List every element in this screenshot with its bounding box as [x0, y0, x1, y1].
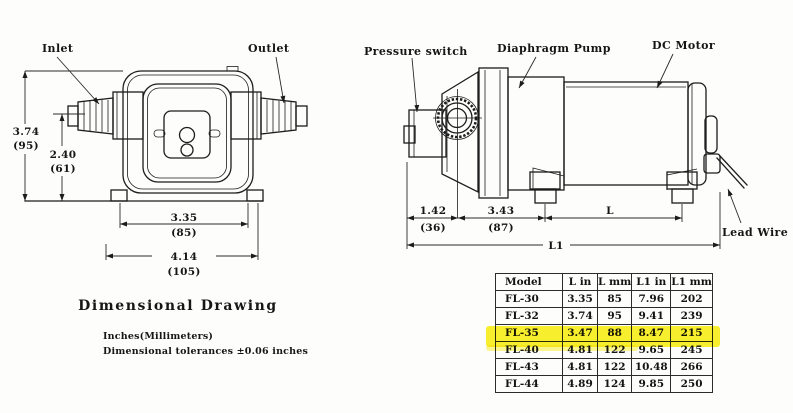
- dim-port-height-mm: (61): [50, 163, 76, 175]
- mounting-feet-front: [110, 189, 264, 202]
- tolerance-note: Dimensional tolerances ±0.06 inches: [103, 346, 308, 357]
- dim-switch-in: 1.42: [420, 205, 447, 217]
- l1-mm-cell: 202: [670, 290, 713, 308]
- dim-switch-mm: (36): [420, 222, 446, 234]
- dc-motor-body: [563, 81, 721, 186]
- lead-wires: [716, 155, 748, 189]
- dim-feet-span-mm: (85): [171, 227, 197, 239]
- dim-head-in: 3.43: [488, 205, 515, 217]
- table-header-row: Model L in L mm L1 in L1 mm: [495, 273, 713, 291]
- l-in-cell: 3.74: [562, 307, 598, 325]
- l1-in-cell: 9.41: [631, 307, 672, 325]
- drawing-title: Dimensional Drawing: [78, 298, 278, 314]
- captions: Dimensional Drawing Inches(Millimeters) …: [78, 298, 308, 357]
- front-view-dimensions: 3.74 (95) 2.40 (61) 3.35 (85): [13, 70, 259, 278]
- l-in-cell: 3.35: [562, 290, 598, 308]
- l-mm-cell: 122: [596, 358, 633, 376]
- dim-l1: L1: [548, 240, 563, 252]
- dim-overall-width-in: 4.14: [171, 251, 198, 263]
- l1-mm-cell: 239: [670, 307, 713, 325]
- side-view: Pressure switch Diaphragm Pump DC Motor …: [364, 39, 788, 252]
- table-row: FL-30 3.35 85 7.96 202: [495, 290, 713, 308]
- highlight-marker: [486, 326, 720, 347]
- l1-in-cell: 10.48: [631, 358, 672, 376]
- column-header-l1-mm: L1 mm: [670, 273, 713, 291]
- dc-motor-label: DC Motor: [652, 39, 715, 52]
- mounting-feet-side: [529, 167, 698, 204]
- dim-head-mm: (87): [488, 222, 514, 234]
- side-view-dimensions: 1.42 (36) 3.43 (87) L L1: [406, 162, 721, 252]
- inlet-label: Inlet: [42, 42, 74, 55]
- dim-l: L: [606, 205, 614, 217]
- outlet-label: Outlet: [248, 42, 290, 55]
- column-header-l-in: L in: [562, 273, 598, 291]
- model-cell: FL-43: [495, 358, 563, 376]
- l-mm-cell: 124: [596, 375, 633, 393]
- l1-mm-cell: 266: [670, 358, 713, 376]
- l1-mm-cell: 250: [670, 375, 713, 393]
- column-header-l1-in: L1 in: [631, 273, 672, 291]
- inlet-port: [67, 91, 144, 140]
- inlet-port-circle: [433, 89, 482, 218]
- table-row: FL-43 4.81 122 10.48 266: [495, 358, 713, 376]
- highlight-marker-tail: [486, 345, 638, 351]
- l-in-cell: 4.89: [562, 375, 598, 393]
- l1-in-cell: 9.85: [631, 375, 672, 393]
- table-row: FL-32 3.74 95 9.41 239: [495, 307, 713, 325]
- dim-overall-height-mm: (95): [13, 140, 39, 152]
- l-mm-cell: 85: [596, 290, 633, 308]
- table-row: FL-44 4.89 124 9.85 250: [495, 375, 713, 393]
- outlet-port: [230, 91, 308, 140]
- diaphragm-pump-label: Diaphragm Pump: [497, 42, 611, 55]
- l-in-cell: 4.81: [562, 358, 598, 376]
- dim-port-height-in: 2.40: [50, 149, 77, 161]
- model-cell: FL-44: [495, 375, 563, 393]
- pressure-switch: [403, 109, 447, 158]
- model-cell: FL-30: [495, 290, 563, 308]
- diaphragm-pump-head: [441, 67, 565, 199]
- dim-overall-width-mm: (105): [167, 266, 200, 278]
- column-header-l-mm: L mm: [596, 273, 633, 291]
- front-view-labels: Inlet Outlet: [42, 42, 290, 105]
- lead-wire-label: Lead Wire: [722, 226, 788, 239]
- column-header-model: Model: [495, 273, 563, 291]
- pressure-switch-label: Pressure switch: [364, 45, 468, 58]
- dim-feet-span-in: 3.35: [171, 212, 198, 224]
- front-view: Inlet Outlet 3.74 (95): [13, 42, 308, 357]
- l-mm-cell: 95: [596, 307, 633, 325]
- dim-overall-height-in: 3.74: [13, 126, 40, 138]
- l1-in-cell: 7.96: [631, 290, 672, 308]
- side-view-labels: Pressure switch Diaphragm Pump DC Motor …: [364, 39, 788, 239]
- pump-body-front: [24, 66, 264, 202]
- units-note: Inches(Millimeters): [103, 331, 213, 342]
- model-cell: FL-32: [495, 307, 563, 325]
